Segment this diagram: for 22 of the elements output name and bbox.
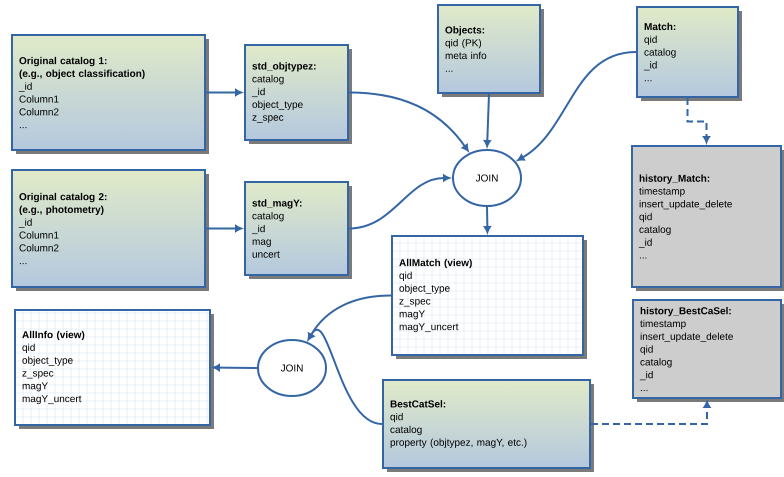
table-box: std_objtypez: catalog _id object_type z_spec — [244, 44, 352, 144]
table-box: BestCatSel: qid catalog property (objtypez, magY, etc.) — [382, 379, 594, 472]
table-box: std_magY: catalog _id mag uncert — [244, 181, 352, 279]
arrow — [591, 400, 711, 425]
table-box: Match: qid catalog _id ... — [636, 6, 742, 101]
table-box: Objects: qid (PK) meta info ... — [437, 4, 544, 97]
table-box: Original catalog 1: (e.g., object classification) _id Column1 Column2 ... — [11, 34, 209, 154]
view-table-box: AllInfo (view) qid object_type z_spec magY magY_uncert — [14, 309, 214, 429]
arrow — [686, 98, 710, 144]
history-table-box: history_Match: timestamp insert_update_delete qid catalog _id ... — [631, 145, 784, 291]
arrow — [517, 51, 636, 161]
arrow — [212, 364, 258, 372]
arrow — [348, 92, 469, 152]
view-table-box: AllMatch (view) qid object_type z_spec magY magY_uncert — [391, 235, 587, 359]
arrow — [484, 206, 491, 234]
arrow — [308, 329, 382, 425]
arrow — [206, 88, 242, 96]
history-table-box: history_BestCaSel: timestamp insert_update_delete qid catalog _id ... — [632, 299, 784, 402]
arrow — [206, 224, 242, 232]
table-box: Original catalog 2: (e.g., photometry) _id Column1 Column2 ... — [11, 169, 209, 291]
arrow — [348, 174, 450, 230]
arrow — [484, 94, 491, 148]
